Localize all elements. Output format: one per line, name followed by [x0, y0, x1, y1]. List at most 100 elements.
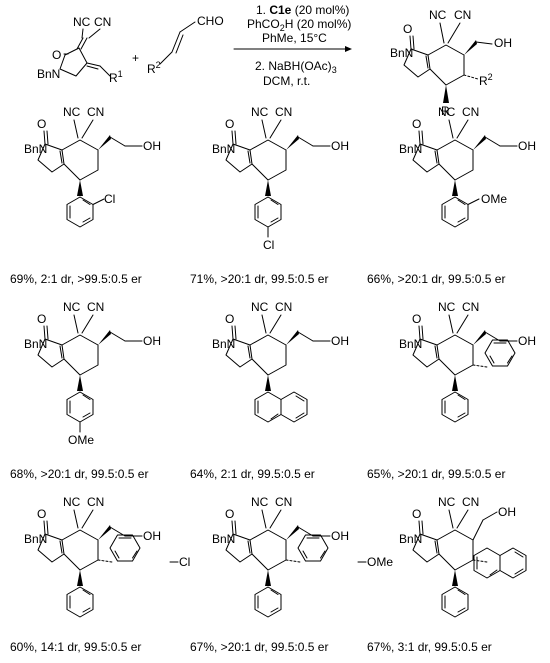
- carbonyl-o-label: O: [225, 507, 234, 521]
- cn-label: CN: [275, 300, 292, 314]
- aryl-group: OMe: [66, 391, 94, 447]
- chloro-label: Cl: [263, 238, 274, 252]
- nc-label: NC: [63, 300, 81, 314]
- carbonyl-o-label: O: [37, 312, 46, 326]
- aryl-group: OMe: [441, 192, 507, 228]
- nc-label: NC: [251, 300, 269, 314]
- carbonyl-o-label: O: [37, 507, 46, 521]
- product-cn-label: CN: [454, 8, 471, 22]
- conditions-line-3: PhMe, 15°C: [262, 31, 327, 45]
- aryl-group: [254, 586, 282, 618]
- aryl-group: [441, 586, 469, 618]
- bnn-label: BnN: [399, 532, 422, 546]
- conditions-line-1: 1. C1e (20 mol%): [256, 3, 349, 17]
- aryl-group: Cl: [254, 196, 282, 252]
- hydroxyl-label: OH: [143, 529, 161, 543]
- conditions-line-2: PhCO2H (20 mol%): [247, 17, 351, 33]
- general-product: O BnN NC CN OH R2 R: [390, 8, 512, 118]
- compound-7: O BnN NC CN OH Cl: [24, 495, 190, 618]
- bnn-label: BnN: [24, 337, 47, 351]
- nc-label: NC: [63, 105, 81, 119]
- carbonyl-o-label: O: [225, 117, 234, 131]
- reactant-a-r1-label: R1: [109, 69, 123, 85]
- conditions-line-5: DCM, r.t.: [263, 74, 310, 88]
- bnn-label: BnN: [399, 142, 422, 156]
- aryl-group: [254, 391, 308, 423]
- bnn-label: BnN: [212, 142, 235, 156]
- bnn-label: BnN: [24, 142, 47, 156]
- bnn-label: BnN: [24, 532, 47, 546]
- yield-caption: 66%, >20:1 dr, 99.5:0.5 er: [367, 272, 505, 286]
- hydroxyl-label: OH: [518, 334, 536, 348]
- reactant-a-cn-label: CN: [94, 15, 111, 29]
- cn-label: CN: [462, 105, 479, 119]
- bnn-label: BnN: [212, 532, 235, 546]
- compound-5: O BnN NC CN OH: [212, 300, 349, 423]
- compound-4: O BnN NC CN OH OMe: [24, 300, 161, 447]
- reactant-a: NC CN O BnN R1: [37, 15, 123, 85]
- cn-label: CN: [87, 495, 104, 509]
- methoxy-label: OMe: [68, 433, 94, 447]
- cn-label: CN: [275, 105, 292, 119]
- nc-label: NC: [251, 495, 269, 509]
- carbonyl-o-label: O: [412, 312, 421, 326]
- second-aryl-group: [484, 339, 516, 367]
- hydroxyl-label: OH: [518, 139, 536, 153]
- yield-caption: 71%, >20:1 dr, 99.5:0.5 er: [190, 272, 328, 286]
- hydroxyl-label: OH: [143, 334, 161, 348]
- hydroxyl-label: OH: [498, 505, 516, 519]
- reactant-b: CHO R2: [147, 14, 224, 76]
- carbonyl-o-label: O: [412, 117, 421, 131]
- cn-label: CN: [275, 495, 292, 509]
- second-aryl-group: Cl: [109, 534, 190, 569]
- product-o-label: O: [403, 22, 412, 36]
- bnn-label: BnN: [399, 337, 422, 351]
- hydroxyl-label: OH: [143, 139, 161, 153]
- product-r-label: R: [441, 104, 450, 118]
- aryl-group: Cl: [66, 192, 115, 228]
- reactant-b-r2-label: R2: [147, 60, 161, 76]
- methoxy-label: OMe: [481, 192, 507, 206]
- reactant-a-o-label: O: [52, 48, 61, 62]
- yield-caption: 65%, >20:1 dr, 99.5:0.5 er: [367, 467, 505, 481]
- conditions: 1. C1e (20 mol%) PhCO2H (20 mol%) PhMe, …: [233, 3, 352, 88]
- bnn-label: BnN: [212, 337, 235, 351]
- yield-caption: 64%, 2:1 dr, 99.5:0.5 er: [190, 467, 315, 481]
- reactant-b-cho-label: CHO: [197, 14, 224, 28]
- cn-label: CN: [87, 300, 104, 314]
- nc-label: NC: [251, 105, 269, 119]
- aryl-group: [66, 586, 94, 618]
- nc-label: NC: [438, 105, 456, 119]
- substrate-scope-panels: O BnN NC CN OH Cl 69%, 2:1 dr, >99.5:0.5 er O Bn…: [10, 105, 536, 654]
- product-nc-label: NC: [429, 8, 447, 22]
- yield-caption: 69%, 2:1 dr, >99.5:0.5 er: [10, 272, 142, 286]
- compound-3: O BnN NC CN OH OMe: [399, 105, 536, 228]
- hydroxyl-label: OH: [331, 529, 349, 543]
- nc-label: NC: [63, 495, 81, 509]
- yield-caption: 68%, >20:1 dr, 99.5:0.5 er: [10, 467, 148, 481]
- product-r2-label: R2: [479, 72, 493, 88]
- conditions-line-4: 2. NaBH(OAc)3: [255, 59, 337, 75]
- carbonyl-o-label: O: [225, 312, 234, 326]
- second-aryl-group: [473, 547, 527, 579]
- yield-caption: 60%, 14:1 dr, 99.5:0.5 er: [10, 640, 141, 654]
- yield-caption: 67%, >20:1 dr, 99.5:0.5 er: [190, 640, 328, 654]
- compound-8: O BnN NC CN OH OMe: [212, 495, 393, 618]
- cn-label: CN: [87, 105, 104, 119]
- chloro-label: Cl: [104, 192, 115, 206]
- hydroxyl-label: OH: [331, 334, 349, 348]
- product-bnn-label: BnN: [390, 46, 413, 60]
- chloro-label: Cl: [179, 555, 190, 569]
- nc-label: NC: [438, 300, 456, 314]
- plus-sign: +: [132, 51, 139, 65]
- yield-caption: 67%, 3:1 dr, 99.5:0.5 er: [367, 640, 492, 654]
- reactant-a-nc-label: NC: [73, 15, 91, 29]
- methoxy-label: OMe: [367, 555, 393, 569]
- nc-label: NC: [438, 495, 456, 509]
- carbonyl-o-label: O: [412, 507, 421, 521]
